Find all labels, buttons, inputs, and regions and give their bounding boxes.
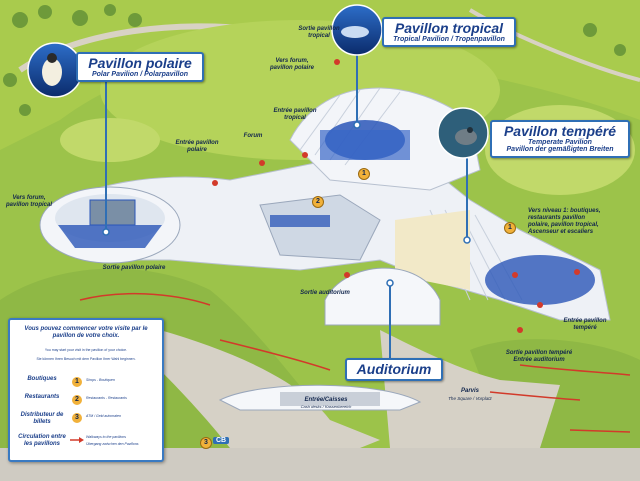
legend-label-distributeur: Distributeur de billets bbox=[20, 412, 64, 425]
location-markers bbox=[212, 59, 580, 333]
forum-floor bbox=[395, 210, 470, 290]
legend-intro-de: Sie können Ihren Besuch mit dem Pavillon… bbox=[36, 357, 136, 361]
temperate-bowl bbox=[485, 255, 595, 305]
atm-badge: 3 bbox=[200, 437, 212, 449]
label-parvis: Parvis bbox=[460, 388, 479, 394]
label-forum: Forum bbox=[243, 133, 263, 139]
label-entree-tempere: Entrée pavillon tempéré bbox=[563, 318, 607, 331]
legend-row-circulation: Circulation entre les pavillons Walkways… bbox=[14, 434, 160, 448]
legend-desc-circulation-de: Übergang zwischen den Pavillons bbox=[86, 442, 139, 446]
label-vers-forum-polaire: Vers forum, pavillon polaire bbox=[269, 58, 314, 71]
legend-label-restaurants: Restaurants bbox=[24, 394, 60, 400]
label-vers-forum-tropical: Vers forum, pavillon tropical bbox=[5, 195, 52, 208]
auditorium-title-box: Auditorium bbox=[345, 358, 443, 381]
legend-row-restaurants: Restaurants 2 Restaurants - Restaurants bbox=[14, 394, 160, 408]
tropical-title: Pavillon tropical bbox=[394, 20, 504, 36]
restaurant-badge: 2 bbox=[312, 196, 324, 208]
label-entree-caisses-sub: Cash desks / Kassenbereich bbox=[300, 404, 352, 409]
temperate-title: Pavillon tempéré bbox=[503, 123, 617, 139]
legend-desc-boutiques: Shops - Boutiquen bbox=[86, 378, 115, 382]
label-vers-niveau: Vers niveau 1: boutiques, restaurants pa… bbox=[528, 208, 601, 235]
shop-badge: 1 bbox=[358, 168, 370, 180]
tropical-title-box: Pavillon tropical Tropical Pavilion / Tr… bbox=[382, 17, 516, 48]
legend-num-restaurants: 2 bbox=[72, 395, 82, 405]
walkway-arrow-icon bbox=[70, 437, 84, 443]
legend-label-boutiques: Boutiques bbox=[27, 376, 57, 382]
shop-badge-east: 1 bbox=[504, 222, 516, 234]
legend-num-distributeur: 3 bbox=[72, 413, 82, 423]
legend-intro: Vous pouvez commencer votre visite par l… bbox=[24, 326, 148, 339]
polar-title: Pavillon polaire bbox=[88, 55, 192, 71]
temperate-title-box: Pavillon tempéré Temperate Pavilion Pavi… bbox=[490, 120, 630, 159]
temperate-subtitle-1: Temperate Pavilion bbox=[528, 138, 592, 146]
polar-title-box: Pavillon polaire Polar Pavilion / Polarp… bbox=[76, 52, 204, 83]
label-entree-caisses: Entrée/Caisses bbox=[304, 397, 348, 403]
legend-desc-distributeur: ATM / Geld automaten bbox=[86, 414, 121, 418]
legend-intro-en: You may start your visit in the pavilion… bbox=[44, 348, 128, 352]
label-sortie-tempere: Sortie pavillon tempéré Entrée auditoriu… bbox=[505, 350, 573, 363]
legend-desc-circulation: Walkways to the pavilions bbox=[86, 435, 127, 439]
auditorium-dome bbox=[324, 267, 441, 326]
label-sortie-auditorium: Sortie auditorium bbox=[300, 290, 350, 296]
legend-desc-restaurants: Restaurants - Restaurants bbox=[86, 396, 127, 400]
legend-row-distributeur: Distributeur de billets 3 ATM / Geld aut… bbox=[14, 412, 160, 426]
label-entree-tropical: Entrée pavillon tropical bbox=[273, 108, 317, 121]
walkway-arrows bbox=[79, 292, 631, 433]
tropical-subtitle: Tropical Pavilion / Tropenpavillon bbox=[393, 35, 505, 43]
legend-row-boutiques: Boutiques 1 Shops - Boutiquen bbox=[14, 376, 160, 390]
auditorium-title: Auditorium bbox=[356, 361, 432, 377]
trees bbox=[3, 4, 626, 116]
label-sortie-polaire: Sortie pavillon polaire bbox=[102, 265, 166, 271]
label-entree-polaire: Entrée pavillon polaire bbox=[175, 140, 219, 153]
legend-panel: Vous pouvez commencer votre visite par l… bbox=[8, 318, 164, 462]
label-sortie-tropical: Sortie pavillon tropical bbox=[298, 26, 340, 39]
temperate-subtitle-2: Pavillon der gemäßigten Breiten bbox=[506, 146, 614, 154]
legend-num-boutiques: 1 bbox=[72, 377, 82, 387]
pin-lines bbox=[105, 48, 468, 360]
cb-sign: CB bbox=[213, 437, 230, 444]
polar-medallion bbox=[27, 42, 83, 98]
label-parvis-sub: The Square / Vorplatz bbox=[448, 396, 492, 401]
polar-subtitle: Polar Pavilion / Polarpavillon bbox=[91, 70, 189, 78]
temperate-medallion bbox=[437, 107, 489, 159]
legend-label-circulation: Circulation entre les pavillons bbox=[18, 434, 66, 447]
